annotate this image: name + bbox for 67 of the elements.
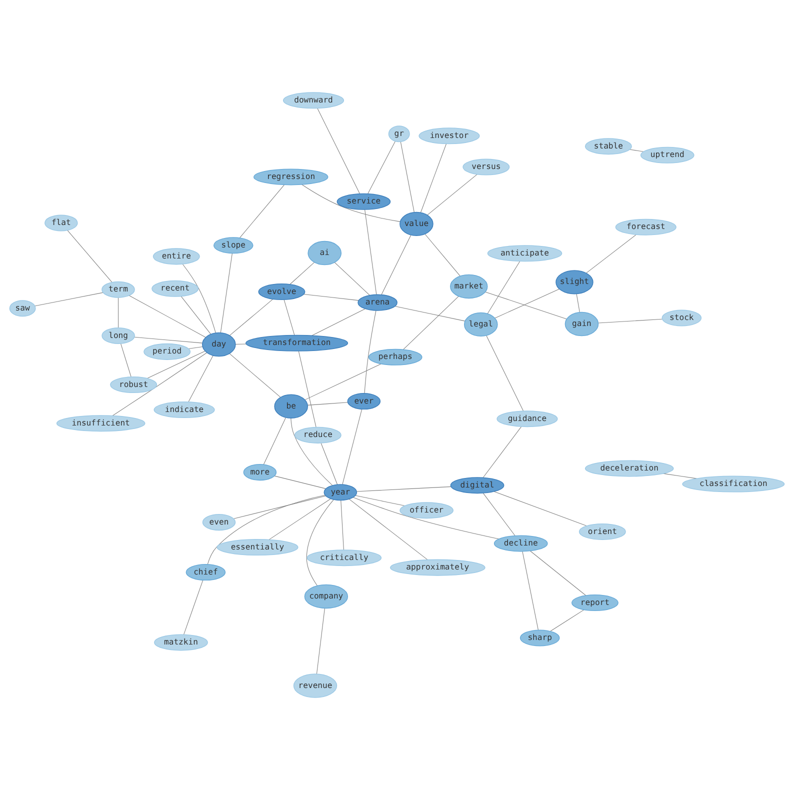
connector	[128, 295, 206, 338]
connector	[67, 230, 112, 282]
connector	[220, 253, 232, 334]
connector	[112, 352, 208, 416]
connector	[586, 234, 636, 274]
connector	[381, 234, 412, 296]
connector	[290, 418, 333, 486]
connector	[302, 184, 400, 222]
connector	[352, 497, 500, 540]
connector	[182, 264, 216, 334]
connector	[304, 294, 359, 301]
connector	[239, 184, 285, 238]
connector	[316, 608, 325, 674]
connector	[522, 551, 539, 630]
connector	[355, 495, 406, 506]
connector	[576, 294, 580, 313]
connector	[663, 473, 697, 479]
connector	[180, 296, 212, 334]
connector	[229, 298, 274, 336]
connector	[229, 353, 281, 398]
connector	[317, 108, 360, 194]
connector	[427, 174, 478, 216]
connector	[274, 476, 326, 489]
connector	[290, 262, 315, 285]
connector	[188, 346, 203, 349]
connector	[487, 260, 520, 314]
connector	[307, 402, 348, 406]
connector	[364, 209, 377, 295]
connector	[320, 442, 338, 485]
connector	[482, 426, 522, 478]
connector	[485, 292, 567, 320]
connector	[146, 350, 206, 379]
connector	[120, 343, 132, 378]
connector	[494, 491, 587, 526]
connector	[306, 499, 334, 586]
connector	[340, 500, 344, 550]
connector	[118, 297, 119, 328]
connector	[530, 550, 586, 596]
connector	[420, 144, 447, 213]
connector	[188, 355, 214, 402]
connector	[348, 498, 428, 560]
connector	[494, 288, 560, 318]
connector	[486, 335, 524, 412]
connector	[482, 492, 516, 536]
connector	[342, 408, 362, 485]
connector	[402, 296, 459, 350]
connector	[263, 417, 286, 465]
connector	[184, 580, 204, 635]
connector	[34, 292, 104, 306]
connector	[298, 350, 316, 428]
connector	[284, 300, 295, 336]
connector	[400, 141, 414, 212]
connector	[394, 306, 466, 322]
connector	[134, 336, 203, 344]
connector	[334, 262, 370, 296]
connector	[268, 498, 331, 540]
connector	[598, 318, 663, 324]
connector	[207, 494, 326, 565]
connector	[364, 310, 376, 394]
connector	[233, 496, 326, 519]
connector	[312, 308, 366, 336]
connector	[424, 234, 460, 276]
connector	[304, 364, 382, 400]
connector	[368, 140, 396, 194]
connector	[356, 486, 452, 492]
connector	[550, 610, 584, 632]
connector	[629, 149, 644, 152]
